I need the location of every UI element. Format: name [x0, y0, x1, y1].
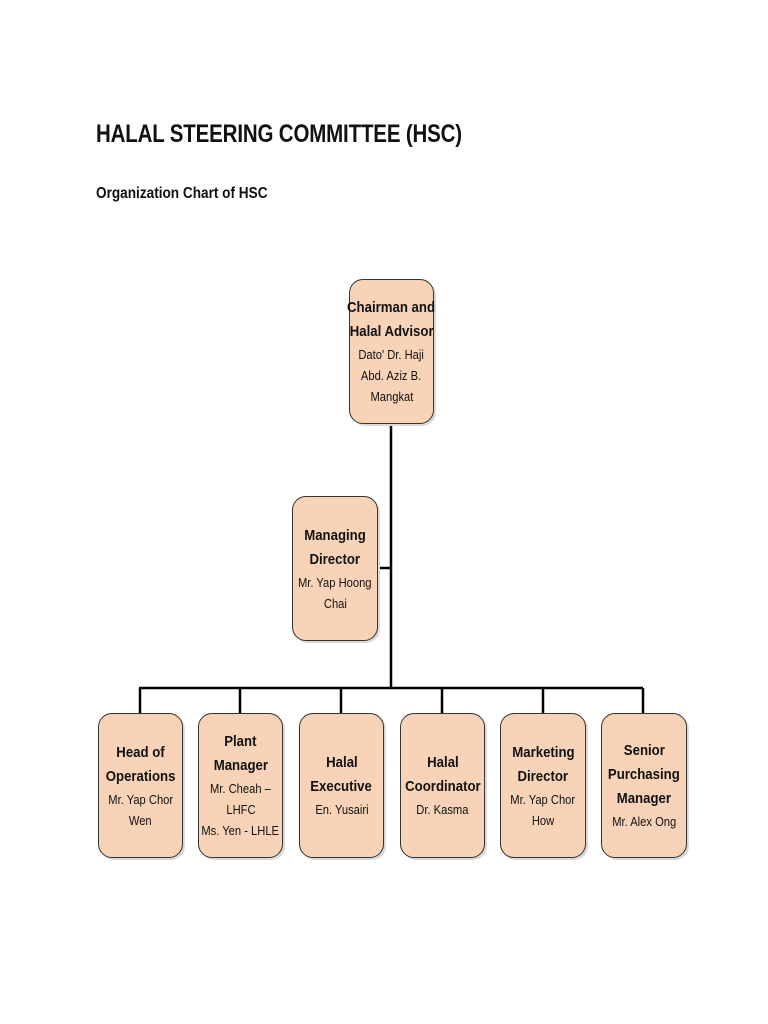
role-line: Coordinator — [404, 778, 481, 795]
managing-director-role: Managing Director — [300, 524, 370, 572]
managing-director-name: Mr. Yap Hoong Chai — [292, 572, 378, 614]
staff-role: Plant Manager — [210, 730, 272, 778]
staff-name: Mr. Alex Ong — [607, 811, 681, 832]
name-line: Wen — [129, 812, 152, 828]
role-line: Head of — [116, 743, 165, 761]
name-line: Mr. Yap Chor — [108, 791, 173, 807]
role-line: Halal Advisor — [349, 323, 434, 340]
role-line: Director — [309, 550, 361, 568]
chairman-role: Chairman and Halal Advisor — [341, 296, 441, 344]
role-line: Marketing — [511, 743, 575, 761]
name-line: Mr. Yap Hoong — [298, 574, 372, 590]
staff-name: Mr. Cheah – LHFC Ms. Yen - LHLE — [195, 778, 285, 841]
role-line: Senior — [623, 742, 665, 759]
name-line: Abd. Aziz B. — [361, 368, 422, 383]
role-line: Manager — [213, 757, 268, 774]
role-line: Halal — [426, 754, 459, 771]
role-line: Manager — [616, 790, 672, 807]
page-title: HALAL STEERING COMMITTEE (HSC) — [96, 120, 462, 148]
role-line: Operations — [105, 767, 176, 785]
staff-name: Mr. Yap Chor Wen — [103, 789, 178, 831]
managing-director-box: Managing Director Mr. Yap Hoong Chai — [292, 496, 378, 641]
name-line: Chai — [323, 595, 347, 611]
staff-role: Halal Coordinator — [400, 751, 486, 799]
staff-name: Mr. Yap Chor How — [505, 789, 580, 831]
name-line: Mangkat — [370, 389, 413, 404]
role-line: Executive — [310, 778, 373, 795]
name-line: Dr. Kasma — [416, 802, 469, 817]
name-line: Dato' Dr. Haji — [358, 347, 425, 362]
plant-manager-box: Plant Manager Mr. Cheah – LHFC Ms. Yen -… — [198, 713, 283, 858]
chairman-name: Dato' Dr. Haji Abd. Aziz B. Mangkat — [353, 344, 429, 407]
role-line: Managing — [304, 526, 366, 544]
name-line: Mr. Cheah – — [210, 781, 271, 796]
marketing-director-box: Marketing Director Mr. Yap Chor How — [500, 713, 586, 858]
chairman-box: Chairman and Halal Advisor Dato' Dr. Haj… — [347, 279, 436, 424]
role-line: Plant — [224, 733, 257, 750]
halal-coordinator-box: Halal Coordinator Dr. Kasma — [400, 713, 485, 858]
page-subtitle: Organization Chart of HSC — [96, 185, 268, 202]
role-line: Chairman and — [347, 299, 436, 316]
staff-role: Senior Purchasing Manager — [603, 739, 685, 811]
name-line: Mr. Alex Ong — [611, 814, 676, 829]
role-line: Director — [517, 767, 569, 785]
staff-name: En. Yusairi — [311, 799, 373, 820]
staff-role: Marketing Director — [508, 741, 579, 789]
halal-executive-box: Halal Executive En. Yusairi — [299, 713, 384, 858]
name-line: Ms. Yen - LHLE — [201, 823, 280, 838]
name-line: En. Yusairi — [314, 802, 369, 817]
name-line: LHFC — [225, 802, 256, 817]
role-line: Halal — [325, 754, 358, 771]
role-line: Purchasing — [608, 766, 680, 783]
staff-role: Halal Executive — [306, 751, 376, 799]
staff-name: Dr. Kasma — [412, 799, 473, 820]
senior-purchasing-manager-box: Senior Purchasing Manager Mr. Alex Ong — [601, 713, 687, 858]
name-line: Mr. Yap Chor — [510, 791, 576, 807]
staff-role: Head of Operations — [101, 741, 180, 789]
name-line: How — [531, 812, 555, 828]
head-of-operations-box: Head of Operations Mr. Yap Chor Wen — [98, 713, 183, 858]
